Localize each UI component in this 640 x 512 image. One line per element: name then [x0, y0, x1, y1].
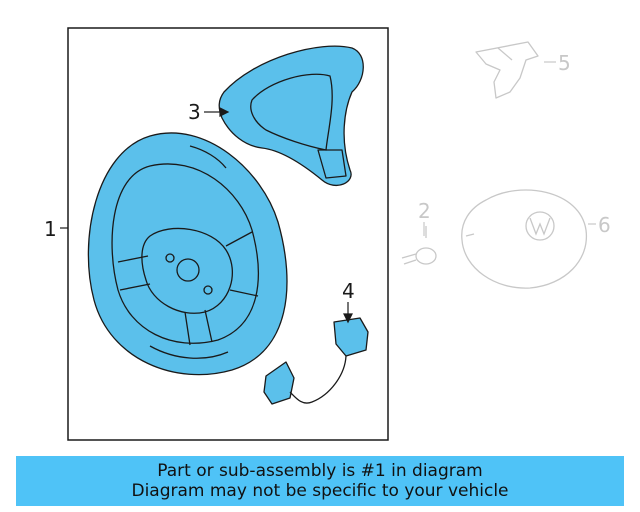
callout-3: 3 [188, 100, 201, 124]
clock-spring-part[interactable] [263, 317, 369, 405]
screw-part-faded [401, 226, 437, 265]
steering-wheel-hub-hole [176, 258, 200, 282]
steering-wheel-part[interactable] [87, 132, 288, 376]
steering-wheel-cover-part[interactable] [218, 45, 364, 186]
steering-wheel-bottom-detail [149, 345, 229, 359]
callout-6: 6 [598, 213, 611, 237]
steering-wheel-spoke-bottom [184, 309, 213, 346]
callout-leaders [60, 107, 353, 324]
cover-inner-window [250, 73, 333, 151]
assembly-frame [67, 27, 389, 441]
steering-wheel-top-detail [189, 145, 227, 169]
connector-lower [263, 361, 295, 405]
steering-wheel-spoke-right [225, 231, 259, 297]
steering-wheel-hub [141, 227, 234, 314]
arrowhead-4 [343, 313, 353, 324]
vw-logo-icon [525, 211, 555, 241]
steering-wheel-bolt [203, 285, 213, 295]
cover-lower-tab [317, 149, 347, 179]
callout-leaders-faded [423, 61, 596, 236]
arrowhead-3 [219, 107, 230, 117]
airbag-part-faded [461, 189, 588, 289]
steering-wheel-spoke-left [117, 255, 151, 291]
connector-upper [333, 317, 369, 357]
banner-line-part-info: Part or sub-assembly is #1 in diagram [157, 461, 483, 481]
callout-1: 1 [44, 217, 57, 241]
info-banner: Part or sub-assembly is #1 in diagram Di… [16, 456, 624, 506]
steering-wheel-inner-outline [111, 163, 259, 344]
wiring-harness [289, 355, 347, 404]
lever-part-faded [475, 41, 539, 99]
banner-line-disclaimer: Diagram may not be specific to your vehi… [131, 481, 509, 501]
callout-5: 5 [558, 51, 571, 75]
steering-wheel-bolt [165, 253, 175, 263]
callout-2: 2 [418, 199, 431, 223]
parts-diagram: 1 3 4 5 2 6 [44, 27, 611, 441]
callout-4: 4 [342, 279, 355, 303]
